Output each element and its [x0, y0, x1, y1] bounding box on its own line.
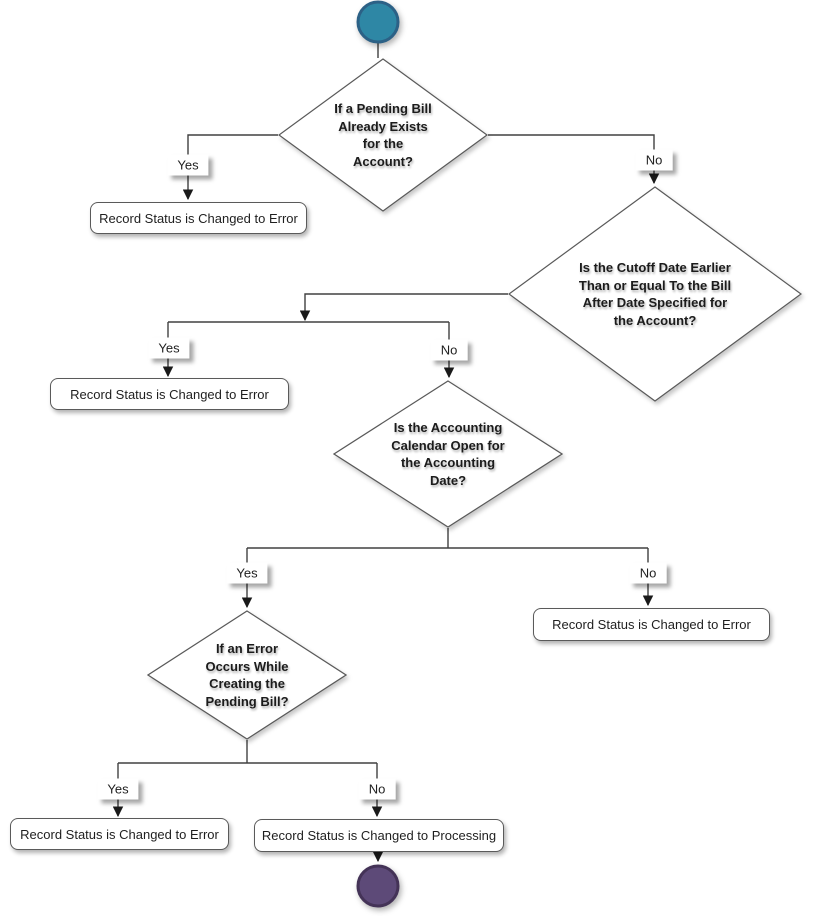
diamond-shape — [147, 610, 347, 740]
decision-text-line: Date? — [429, 472, 467, 488]
process-text: Record Status is Changed to Error — [99, 210, 298, 226]
decision-text-line: Pending Bill? — [205, 693, 289, 709]
branch-label-no: No — [358, 778, 396, 800]
process-text: Record Status is Changed to Error — [20, 826, 219, 842]
process-text: Record Status is Changed to Error — [70, 386, 269, 402]
process-text: Record Status is Changed to Error — [552, 617, 751, 632]
branch-label-yes: Yes — [226, 562, 268, 584]
decision-text-line: Account? — [353, 153, 413, 169]
connector-d2-left — [299, 293, 508, 322]
start-node — [356, 0, 400, 44]
diamond-shape — [333, 380, 563, 528]
connector-d1-yes — [182, 134, 278, 201]
process-status-error-2: Record Status is Changed to Error — [50, 378, 289, 410]
decision-text-line: If a Pending Bill — [334, 101, 432, 116]
decision-text-line: Is the Cutoff Date Earlier — [579, 260, 731, 275]
decision-text-line: Creating the — [209, 676, 285, 691]
process-status-error-4: Record Status is Changed to Error — [10, 818, 229, 850]
decision-cutoff-date: Is the Cutoff Date Earlier Than or Equal… — [508, 186, 802, 402]
branch-label-yes: Yes — [167, 154, 209, 176]
connector-d1-no — [488, 134, 660, 185]
decision-text-line: Than or Equal To the Bill — [578, 277, 732, 293]
decision-text: If a Pending Bill Already Exists for the… — [278, 58, 488, 212]
decision-text-line: Calendar Open for — [391, 437, 505, 453]
end-circle-icon — [356, 864, 400, 908]
decision-error-creating-pending-bill: If an Error Occurs While Creating the Pe… — [147, 610, 347, 740]
branch-label-yes: Yes — [97, 778, 139, 800]
decision-text-line: After Date Specified for — [582, 295, 728, 310]
decision-accounting-calendar-open: Is the Accounting Calendar Open for the … — [333, 380, 563, 528]
branch-label-no: No — [629, 562, 667, 584]
end-node — [356, 864, 400, 908]
process-status-processing: Record Status is Changed to Processing — [254, 819, 504, 852]
start-circle-icon — [356, 0, 400, 44]
process-status-error-1: Record Status is Changed to Error — [90, 202, 307, 234]
decision-text-line: for the — [362, 136, 404, 151]
diamond-shape — [278, 58, 488, 212]
branch-label-no: No — [430, 339, 468, 361]
decision-text-line: the Account? — [613, 312, 697, 328]
decision-text: Is the Accounting Calendar Open for the … — [333, 380, 563, 528]
decision-text: If an Error Occurs While Creating the Pe… — [147, 610, 347, 740]
branch-label-yes: Yes — [148, 337, 190, 359]
branch-label-no: No — [635, 149, 673, 171]
decision-text-line: Already Exists — [338, 118, 428, 134]
decision-text-line: If an Error — [215, 641, 279, 656]
process-text: Record Status is Changed to Processing — [261, 828, 497, 843]
diamond-shape — [508, 186, 802, 402]
decision-text-line: the Accounting — [400, 455, 496, 470]
process-status-error-3: Record Status is Changed to Error — [533, 608, 770, 641]
decision-text-line: Is the Accounting — [393, 420, 503, 435]
decision-pending-bill-exists: If a Pending Bill Already Exists for the… — [278, 58, 488, 212]
decision-text: Is the Cutoff Date Earlier Than or Equal… — [508, 186, 802, 402]
decision-text-line: Occurs While — [205, 658, 289, 674]
